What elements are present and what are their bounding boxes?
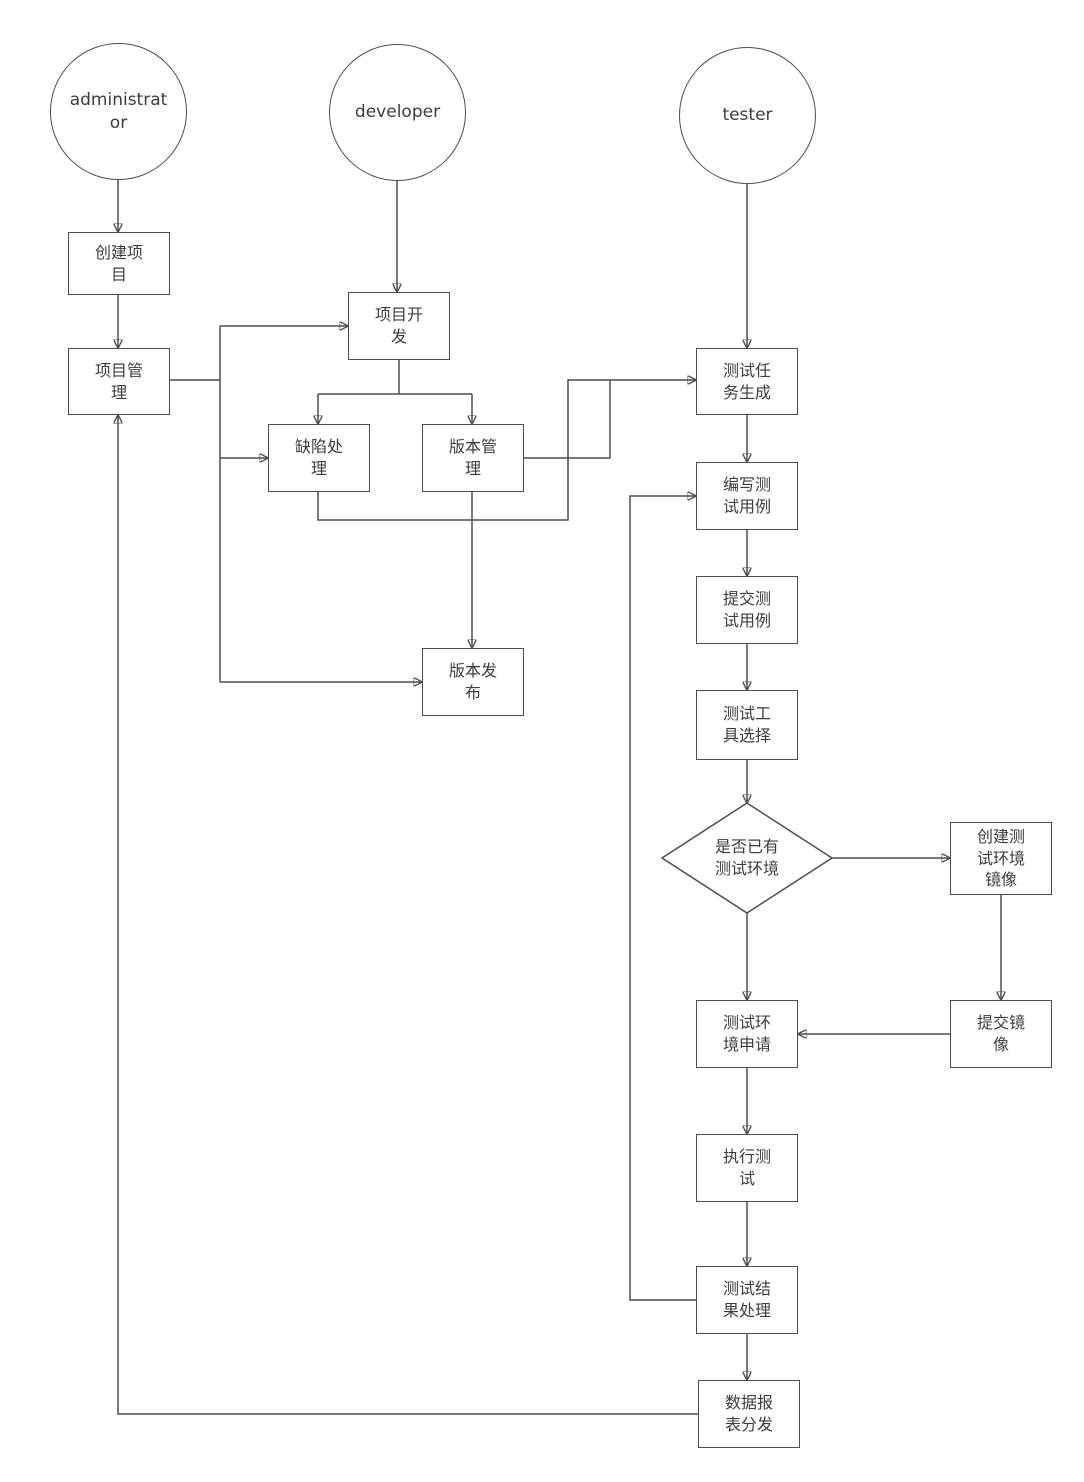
decision-has-test-env-label: 是否已有 测试环境 [714, 837, 779, 878]
edge-test-result-proc-write-test-cases-loop [629, 496, 696, 1301]
node-write-test-cases: 编写测 试用例 [696, 462, 798, 530]
node-version-mgmt: 版本管 理 [422, 424, 524, 492]
actor-developer: developer [329, 44, 466, 181]
node-test-task-gen: 测试任 务生成 [696, 348, 798, 415]
node-data-report-dist: 数据报 表分发 [698, 1380, 800, 1448]
node-submit-image: 提交镜 像 [950, 1000, 1052, 1068]
node-submit-test-cases: 提交测 试用例 [696, 576, 798, 644]
edge-data-report-dist-project-mgmt-loop [118, 415, 698, 1415]
node-test-result-proc: 测试结 果处理 [696, 1266, 798, 1334]
node-create-env-image: 创建测 试环境 镜像 [950, 822, 1052, 895]
node-test-tool-select: 测试工 具选择 [696, 690, 798, 760]
decision-has-test-env-shape [660, 802, 834, 914]
node-defect-handling: 缺陷处 理 [268, 424, 370, 492]
node-test-env-apply: 测试环 境申请 [696, 1000, 798, 1068]
edge-version-mgmt-test-task-gen [524, 380, 611, 459]
actor-administrator: administrat or [50, 43, 187, 180]
node-project-mgmt: 项目管 理 [68, 348, 170, 415]
node-project-dev: 项目开 发 [348, 292, 450, 360]
actor-tester: tester [679, 47, 816, 184]
node-version-release: 版本发 布 [422, 648, 524, 716]
node-create-project: 创建项 目 [68, 232, 170, 295]
node-execute-test: 执行测 试 [696, 1134, 798, 1202]
